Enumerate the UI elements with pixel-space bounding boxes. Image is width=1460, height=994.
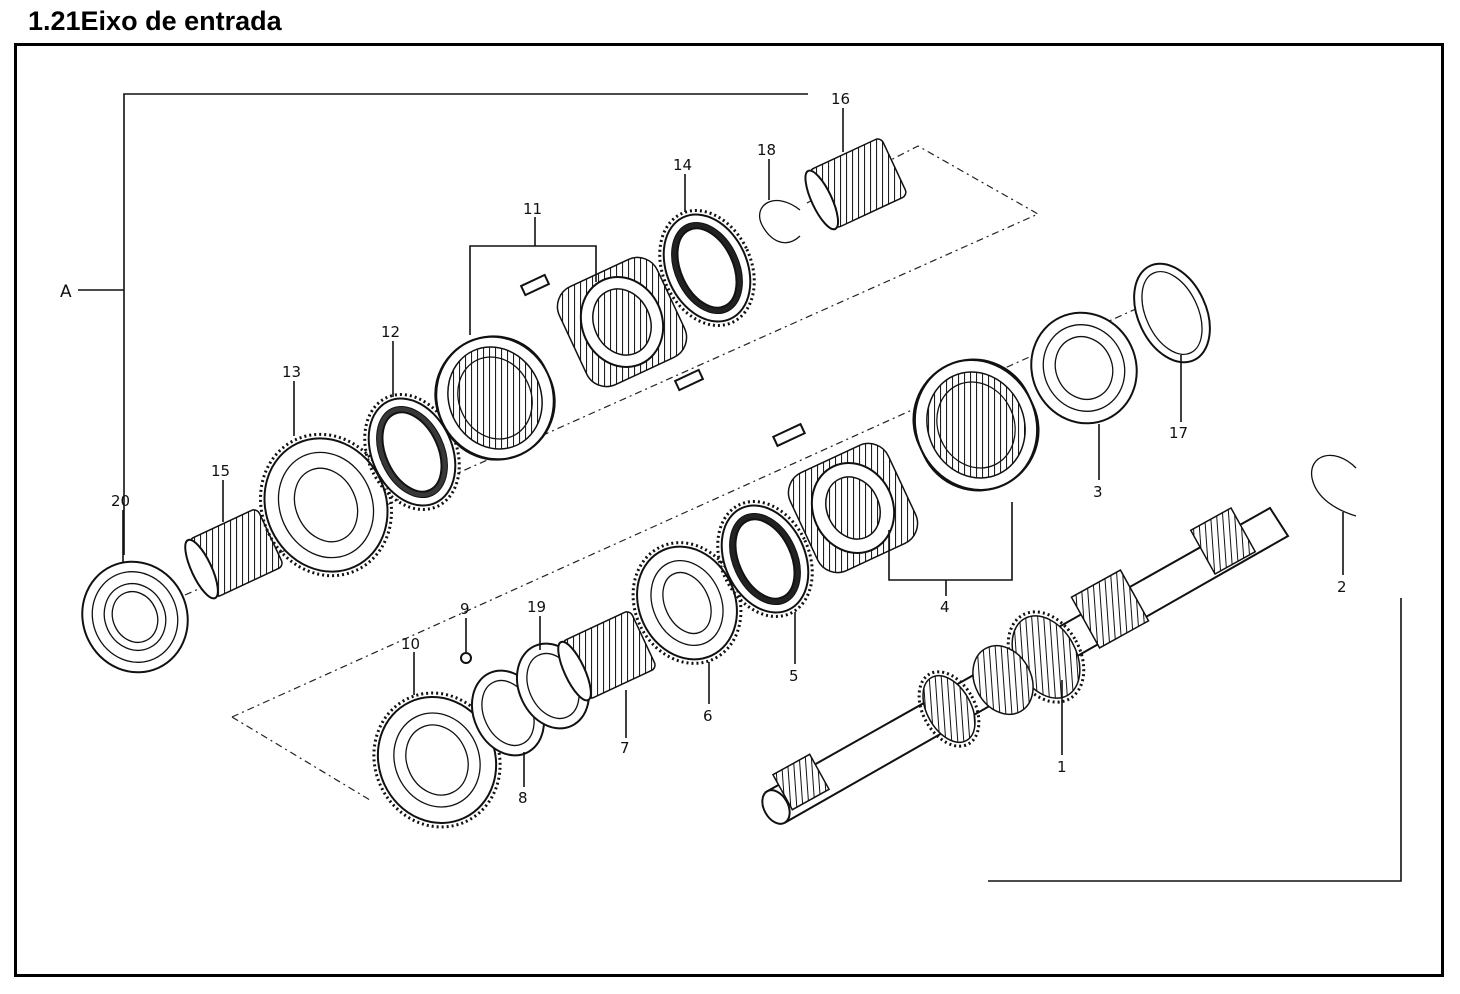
- part-4-sleeve: [912, 358, 1040, 492]
- callout-5: 5: [789, 667, 799, 685]
- page-title: 1.21Eixo de entrada: [28, 6, 282, 36]
- part-2-snap-ring: [1311, 454, 1357, 517]
- part-13-gear: [258, 432, 394, 578]
- part-4-hub: [787, 442, 919, 574]
- callout-15: 15: [211, 462, 230, 480]
- part-11-key-lower: [673, 368, 705, 392]
- callout-17: 17: [1169, 424, 1188, 442]
- callout-4: 4: [940, 598, 950, 616]
- callout-7: 7: [620, 739, 630, 757]
- part-3-bearing: [1030, 311, 1138, 425]
- group-label-a: A: [60, 282, 72, 302]
- part-16-needle-bearing: [804, 138, 907, 231]
- callout-3: 3: [1093, 483, 1103, 501]
- part-9-ball: [460, 652, 472, 664]
- callout-16: 16: [831, 90, 850, 108]
- part-11-hub: [556, 256, 688, 388]
- callout-13: 13: [282, 363, 301, 381]
- part-20-bearing: [81, 560, 189, 674]
- leader-lines: [122, 108, 1344, 787]
- callout-20: 20: [111, 492, 130, 510]
- callout-2: 2: [1337, 578, 1347, 596]
- part-1-input-shaft: [761, 506, 1290, 825]
- part-7-needle-bearing: [557, 611, 656, 702]
- part-11-key-upper: [519, 273, 551, 297]
- callout-14: 14: [673, 156, 692, 174]
- corner-bracket: [988, 598, 1402, 882]
- part-18-snap-ring: [759, 199, 801, 244]
- group-bracket-a: A: [60, 93, 808, 555]
- diagram-frame: [14, 43, 1444, 977]
- callout-labels: 1 2 3 4 5 6 7 8 9 10 11 12 13 14 15 16 1…: [111, 90, 1347, 807]
- callout-6: 6: [703, 707, 713, 725]
- part-17-shim: [1133, 262, 1211, 364]
- part-15-needle-bearing: [184, 509, 283, 600]
- part-11-sleeve: [434, 335, 556, 461]
- callout-11: 11: [523, 200, 542, 218]
- callout-9: 9: [460, 600, 470, 618]
- callout-18: 18: [757, 141, 776, 159]
- callout-10: 10: [401, 635, 420, 653]
- callout-1: 1: [1057, 758, 1067, 776]
- callout-12: 12: [381, 323, 400, 341]
- part-14-synchro-ring: [658, 209, 756, 327]
- callout-19: 19: [527, 598, 546, 616]
- part-4-key: [771, 422, 807, 448]
- part-5-synchro-ring: [716, 500, 814, 618]
- assembly-axis-lines: [184, 145, 1181, 801]
- callout-8: 8: [518, 789, 528, 807]
